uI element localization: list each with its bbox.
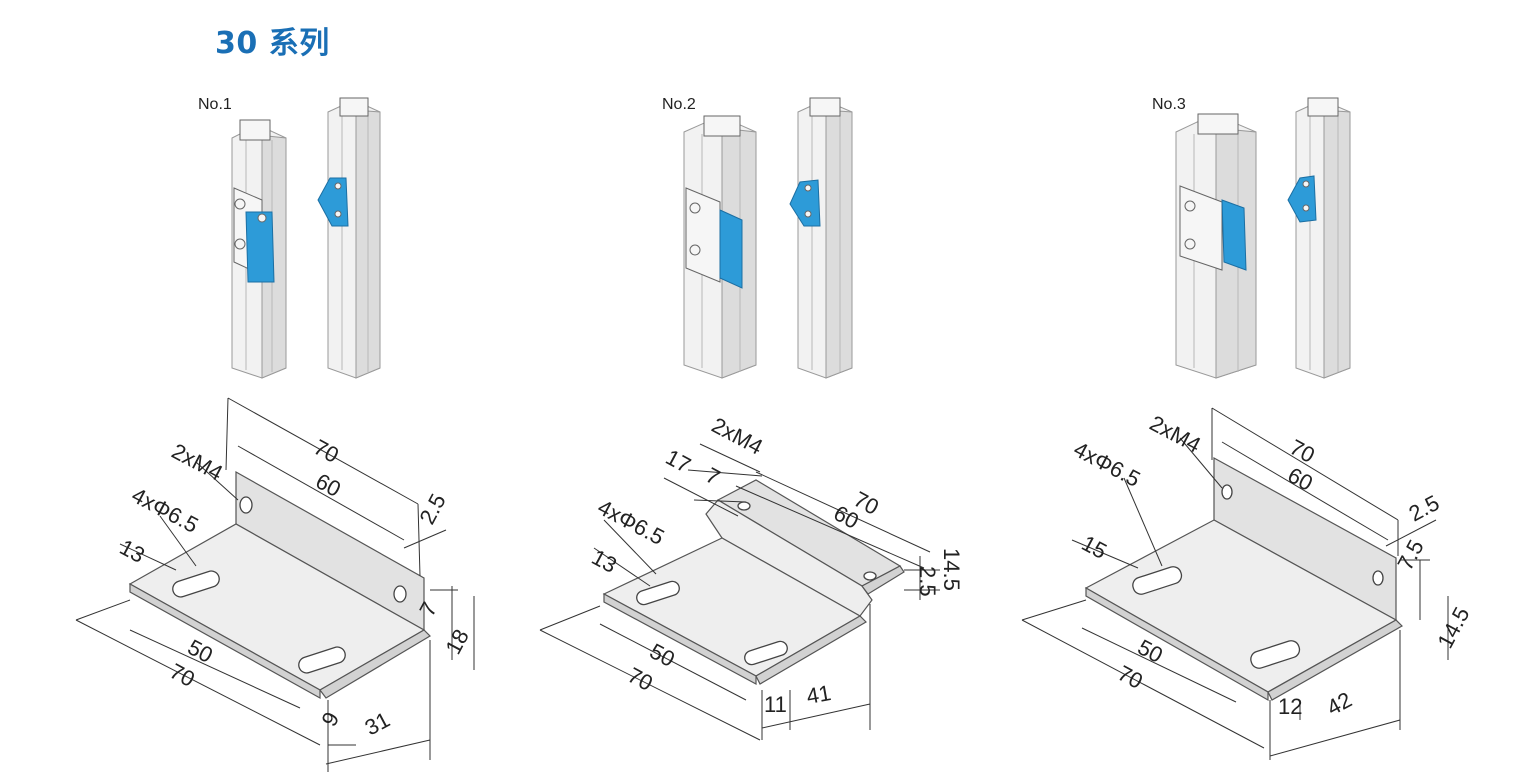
m4-hole — [393, 585, 407, 603]
slot-hole — [1250, 640, 1301, 669]
panel-label-no3: No.3 — [1152, 96, 1186, 113]
dim-slots: 4xΦ6.5 — [1070, 436, 1145, 492]
dim-d1: 11 — [764, 692, 787, 717]
extrusion-render-no1-assembled — [231, 119, 287, 379]
dim-d1: 9 — [316, 708, 344, 731]
m4-hole — [863, 571, 877, 581]
slot-hole — [298, 646, 346, 674]
dim-holes: 2xM4 — [168, 438, 227, 485]
m4-hole — [737, 501, 751, 511]
dim-edge: 13 — [588, 544, 621, 578]
dim-d2: 31 — [361, 707, 394, 741]
dim-edge: 13 — [116, 534, 149, 568]
dim-slot-span: 50 — [184, 634, 217, 668]
dim-base: 70 — [624, 662, 657, 696]
m4-hole — [239, 496, 253, 514]
extrusion-render-no3-hinge — [1287, 97, 1351, 379]
dim-base: 70 — [1114, 660, 1147, 694]
extrusion-render-no3-assembled — [1175, 113, 1257, 379]
dim-d1: 12 — [1278, 694, 1302, 719]
dim-h2: 2.5 — [915, 566, 940, 597]
slot-hole — [1132, 566, 1183, 595]
dim-overall: 70 — [1286, 434, 1319, 468]
dim-d2: 41 — [805, 680, 833, 709]
dim-d2: 42 — [1323, 687, 1356, 721]
bracket-drawing-no3: 70 60 2xM4 4xΦ6.5 15 50 70 2.5 7.5 14.5 … — [1021, 407, 1475, 760]
dim-overall: 70 — [310, 434, 343, 468]
dim-h2: 18 — [440, 625, 474, 658]
dim-thickness: 2.5 — [414, 490, 450, 529]
dim-edge: 15 — [1078, 530, 1111, 564]
page-title: 30 系列 — [215, 26, 330, 61]
dim-holes: 2xM4 — [708, 412, 767, 459]
extrusion-render-no2-assembled — [683, 115, 757, 379]
dim-hole-span: 60 — [312, 468, 345, 502]
dim-slots: 4xΦ6.5 — [128, 482, 203, 538]
dim-offset: 17 — [662, 444, 695, 478]
extrusion-render-no2-hinge — [789, 97, 853, 379]
dim-hole-span: 60 — [1284, 462, 1317, 496]
dim-h2: 14.5 — [1432, 603, 1474, 653]
panel-label-no1: No.1 — [198, 96, 232, 113]
dim-offset2: 7 — [702, 462, 725, 490]
dim-holes: 2xM4 — [1146, 410, 1205, 457]
m4-hole — [1372, 570, 1384, 586]
slot-hole — [172, 570, 220, 598]
dim-h1: 14.5 — [939, 548, 964, 591]
dim-slot-span: 50 — [646, 638, 679, 672]
m4-hole — [1221, 484, 1233, 500]
extrusion-render-no1-hinge — [317, 97, 381, 379]
bracket-drawing-no2: 70 60 2xM4 17 7 4xΦ6.5 13 50 70 14.5 2.5… — [539, 412, 964, 741]
dim-slots: 4xΦ6.5 — [594, 494, 669, 550]
slot-hole — [636, 580, 680, 606]
panel-label-no2: No.2 — [662, 96, 696, 113]
dim-thickness: 2.5 — [1405, 490, 1444, 526]
slot-hole — [744, 640, 788, 666]
dim-base: 70 — [166, 658, 199, 692]
bracket-drawing-no1: 70 60 2xM4 4xΦ6.5 13 50 70 2.5 7 18 9 31 — [75, 397, 475, 772]
